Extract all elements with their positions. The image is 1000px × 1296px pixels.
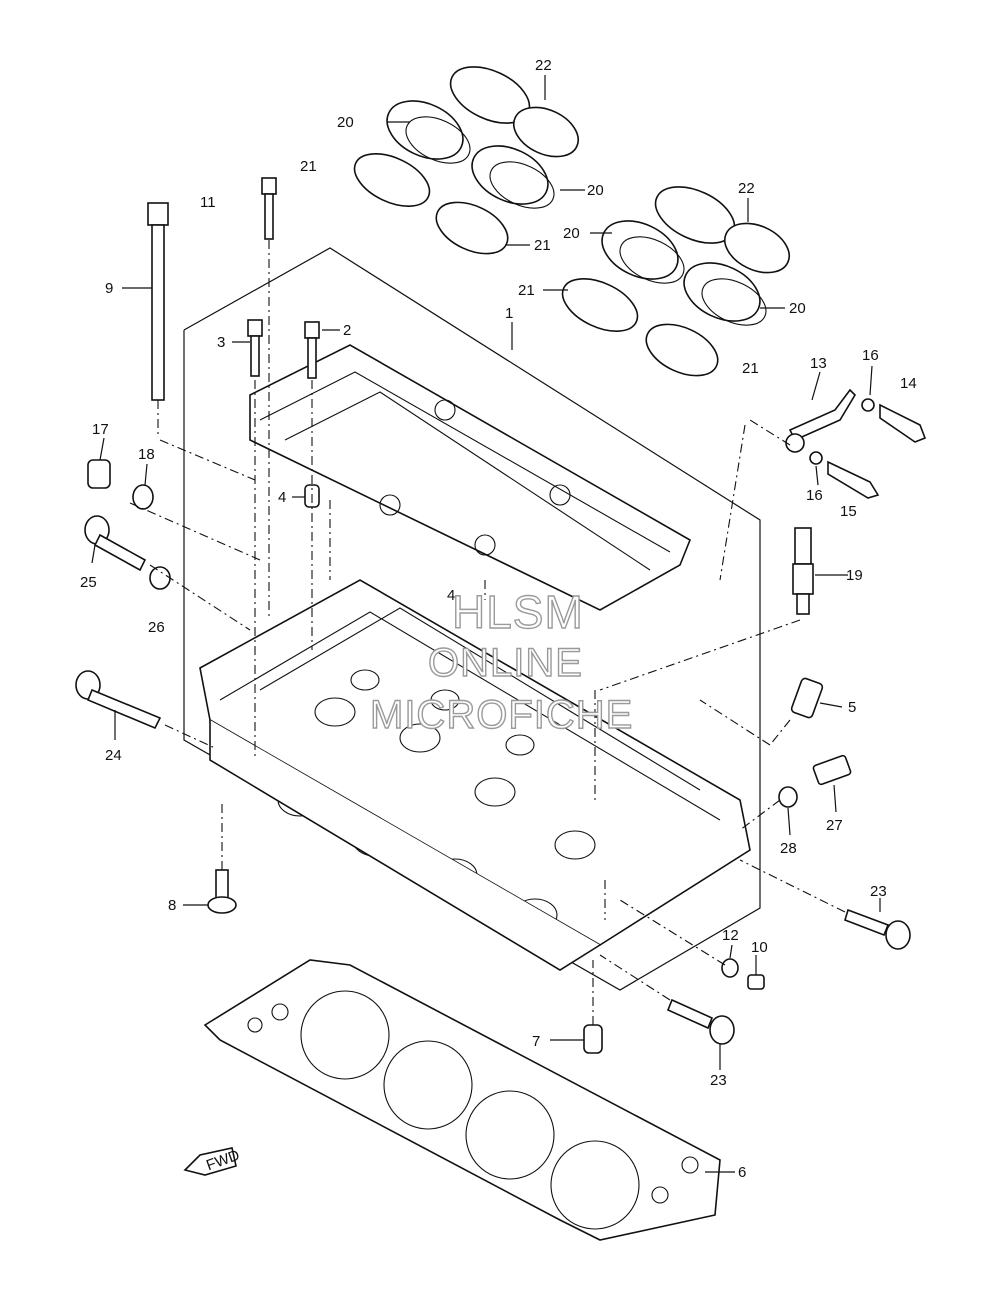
callout-15: 15 bbox=[840, 503, 857, 520]
callout-28: 28 bbox=[780, 840, 797, 857]
watermark-line-2: ONLINE bbox=[428, 641, 583, 685]
bolt-24 bbox=[75, 670, 162, 730]
callout-19: 19 bbox=[846, 567, 863, 584]
valve-ports bbox=[314, 669, 596, 860]
callout-8: 8 bbox=[168, 897, 176, 914]
callout-21b: 21 bbox=[534, 237, 551, 254]
callout-17: 17 bbox=[92, 421, 109, 438]
callout-13: 13 bbox=[810, 355, 827, 372]
callout-10: 10 bbox=[751, 939, 768, 956]
bolt-15 bbox=[809, 451, 880, 499]
callout-6: 6 bbox=[738, 1164, 746, 1181]
callout-1: 1 bbox=[505, 305, 513, 322]
head-gasket bbox=[203, 959, 721, 1241]
plug-17 bbox=[87, 459, 111, 489]
callout-21d: 21 bbox=[742, 360, 759, 377]
sensor-27 bbox=[812, 754, 852, 786]
bolt-2 bbox=[304, 321, 320, 379]
fwd-arrow: FWD bbox=[183, 1147, 242, 1176]
callout-12: 12 bbox=[722, 927, 739, 944]
callouts: 1 2 3 4 4 5 6 7 8 9 10 11 12 13 14 15 16… bbox=[80, 57, 917, 1181]
callout-26: 26 bbox=[148, 619, 165, 636]
callout-16b: 16 bbox=[806, 487, 823, 504]
fitting-5 bbox=[790, 677, 824, 719]
callout-25: 25 bbox=[80, 574, 97, 591]
intake-boots bbox=[353, 66, 790, 377]
callout-14: 14 bbox=[900, 375, 917, 392]
callout-5: 5 bbox=[848, 699, 856, 716]
bolt-8 bbox=[207, 869, 237, 914]
dowel-7 bbox=[583, 1024, 603, 1054]
washer-26 bbox=[149, 566, 171, 590]
bolt-25 bbox=[84, 515, 147, 572]
callout-23a: 23 bbox=[870, 883, 887, 900]
bolt-14 bbox=[861, 398, 927, 443]
callout-4a: 4 bbox=[278, 489, 286, 506]
callout-23b: 23 bbox=[710, 1072, 727, 1089]
leader-lines bbox=[91, 75, 881, 1173]
callout-20c: 20 bbox=[563, 225, 580, 242]
oil-pipe-13 bbox=[785, 388, 857, 453]
callout-2: 2 bbox=[343, 322, 351, 339]
callout-22b: 22 bbox=[738, 180, 755, 197]
bolts bbox=[75, 177, 927, 1054]
callout-20b: 20 bbox=[587, 182, 604, 199]
callout-11: 11 bbox=[200, 194, 216, 211]
watermark-line-1: HLSM bbox=[452, 586, 584, 638]
bolt-3 bbox=[247, 319, 263, 377]
callout-24: 24 bbox=[105, 747, 122, 764]
bolt-11 bbox=[261, 177, 277, 240]
bolt-9 bbox=[147, 202, 169, 401]
spark-plug-19 bbox=[792, 527, 814, 615]
callout-27: 27 bbox=[826, 817, 843, 834]
callout-20a: 20 bbox=[337, 114, 354, 131]
bolt-23a bbox=[844, 908, 911, 950]
callout-21a: 21 bbox=[300, 158, 317, 175]
cylinder-head bbox=[199, 579, 751, 971]
washer-12 bbox=[721, 958, 739, 978]
watermark: HLSM ONLINE MICROFICHE bbox=[369, 585, 633, 737]
boot-group-2 bbox=[561, 186, 790, 377]
callout-20d: 20 bbox=[789, 300, 806, 317]
alignment-lines bbox=[129, 240, 846, 1025]
bolt-10 bbox=[747, 974, 765, 990]
callout-18: 18 bbox=[138, 446, 155, 463]
callout-16a: 16 bbox=[862, 347, 879, 364]
camshaft-housing bbox=[249, 344, 692, 611]
callout-21c: 21 bbox=[518, 282, 535, 299]
callout-4b: 4 bbox=[447, 587, 455, 604]
callout-22a: 22 bbox=[535, 57, 552, 74]
watermark-line-3: MICROFICHE bbox=[370, 693, 633, 737]
assembly-frame bbox=[183, 247, 761, 991]
callout-3: 3 bbox=[217, 334, 225, 351]
boot-group-1 bbox=[353, 66, 579, 255]
bolt-23b bbox=[666, 998, 735, 1045]
callout-7: 7 bbox=[532, 1033, 540, 1050]
callout-9: 9 bbox=[105, 280, 113, 297]
washer-28 bbox=[778, 786, 798, 808]
